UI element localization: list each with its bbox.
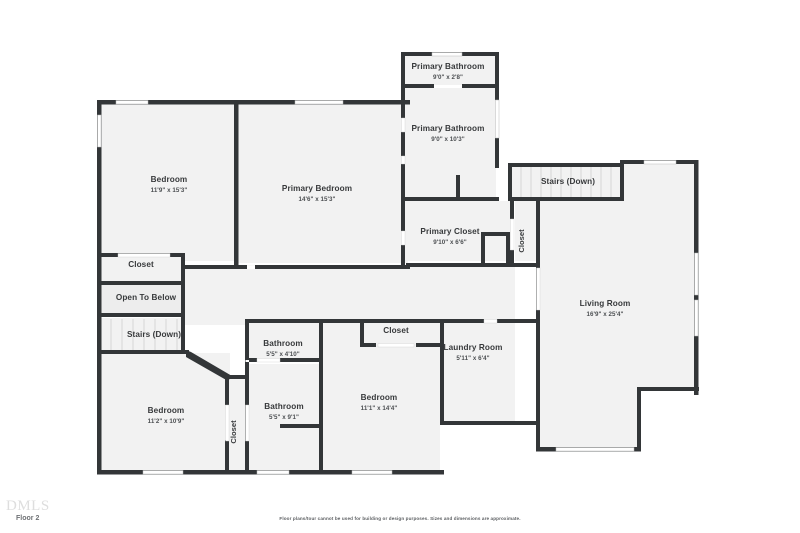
windows <box>97 52 699 475</box>
floor-label: Floor 2 <box>16 515 40 522</box>
room-label-primary-bathroom: Primary Bathroom <box>411 124 484 133</box>
room-label-bedroom-sw: Bedroom <box>148 406 185 415</box>
room-dims-bathroom-lower: 5'5" x 9'1" <box>269 414 299 421</box>
room-label-living-room: Living Room <box>580 299 631 308</box>
room-label-bedroom-nw: Bedroom <box>151 175 188 184</box>
room-dims-bedroom-nw: 11'9" x 15'3" <box>151 187 188 194</box>
area-label-stairs-down-east: Stairs (Down) <box>541 177 595 186</box>
room-fills <box>100 55 694 473</box>
vertical-area-labels: Closet Closet <box>229 229 526 444</box>
area-label-open-to-below: Open To Below <box>116 293 177 302</box>
room-label-primary-closet: Primary Closet <box>420 227 479 236</box>
room-dims-bedroom-s: 11'1" x 14'4" <box>361 405 398 412</box>
room-labels: Bedroom 11'9" x 15'3" Primary Bedroom 14… <box>148 62 631 425</box>
room-label-primary-bedroom: Primary Bedroom <box>282 184 352 193</box>
watermark: DMLS Floor 2 <box>6 498 126 523</box>
room-dims-primary-bathroom: 9'0" x 10'3" <box>431 136 465 143</box>
room-label-primary-bathroom-small: Primary Bathroom <box>411 62 484 71</box>
room-dims-primary-bedroom: 14'6" x 15'3" <box>299 196 336 203</box>
stair-treads <box>110 166 612 351</box>
room-dims-laundry-room: 5'11" x 6'4" <box>456 355 489 362</box>
disclaimer-text: Floor plans/tour cannot be used for buil… <box>279 516 521 521</box>
room-label-bathroom-upper: Bathroom <box>263 339 302 348</box>
watermark-logo-text: DMLS <box>6 498 50 514</box>
room-label-bathroom-lower: Bathroom <box>264 402 303 411</box>
area-label-stairs-down-west: Stairs (Down) <box>127 330 181 339</box>
room-label-laundry-room: Laundry Room <box>444 343 503 352</box>
area-labels: Closet Open To Below Stairs (Down) Stair… <box>116 177 595 339</box>
room-dims-living-room: 16'9" x 25'4" <box>587 311 624 318</box>
area-label-closet-east: Closet <box>517 229 526 253</box>
room-dims-bathroom-upper: 5'5" x 4'10" <box>266 351 300 358</box>
room-dims-bedroom-sw: 11'2" x 10'9" <box>148 418 185 425</box>
area-label-closet-nw: Closet <box>128 260 154 269</box>
room-dims-primary-bathroom-small: 9'0" x 2'8" <box>433 74 463 81</box>
area-label-closet-center: Closet <box>383 326 409 335</box>
room-dims-primary-closet: 9'10" x 6'6" <box>433 239 467 246</box>
area-label-closet-southwest: Closet <box>229 420 238 444</box>
room-label-bedroom-s: Bedroom <box>361 393 398 402</box>
